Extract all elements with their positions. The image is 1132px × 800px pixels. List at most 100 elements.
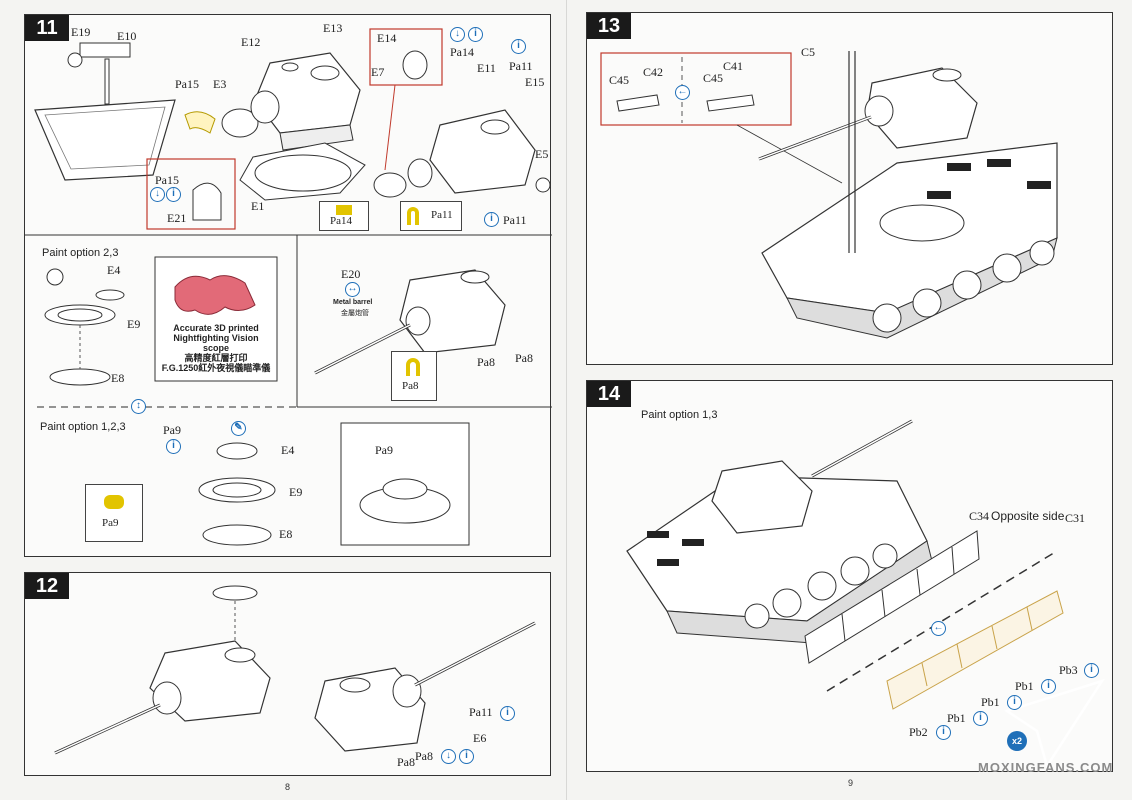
swatch-pa8-chip: [406, 358, 420, 376]
label-e21: E21: [167, 211, 187, 225]
info-icon: i: [1007, 695, 1022, 710]
swatch-pa9: Pa9: [85, 484, 143, 542]
opposite-side-label: Opposite side: [991, 509, 1065, 523]
label-c34: C34: [969, 509, 990, 523]
scope-line-4: 高精度紅層打印: [184, 353, 248, 363]
step-number: 14: [587, 381, 631, 407]
label-e8-b: E8: [279, 527, 293, 541]
label-pb1-a: Pb1: [1015, 679, 1034, 693]
label-pa8-b: Pa8: [515, 351, 533, 365]
metal-barrel-caption-cn: 金屬炮管: [341, 310, 369, 317]
label-pa11-bot: Pa11: [503, 213, 527, 227]
label-e9: E9: [127, 317, 141, 331]
label-e14: E14: [377, 31, 397, 45]
detail-label-pa9: Pa9: [375, 443, 393, 457]
label-e5: E5: [535, 147, 549, 161]
step-number: 12: [25, 573, 69, 599]
label-pa9: Pa9: [163, 423, 181, 437]
label-e3: E3: [213, 77, 227, 91]
page-number-left: 8: [285, 782, 291, 792]
step-11-drawing: [25, 28, 552, 546]
label-c45-b: C45: [703, 71, 724, 85]
scope-caption: Accurate 3D printed Nightfighting Vision…: [157, 323, 275, 373]
arrow-left-icon: ←: [931, 621, 946, 636]
label-c31: C31: [1065, 511, 1086, 525]
label-e11: E11: [477, 61, 496, 75]
step-11-panel: 11: [24, 14, 552, 557]
label-pa8-a: Pa8: [415, 749, 433, 763]
info-icon: i: [484, 212, 499, 227]
label-e19: E19: [71, 25, 91, 39]
swatch-pa14-chip: [336, 205, 352, 215]
label-e9-b: E9: [289, 485, 303, 499]
label-e20: E20: [341, 267, 361, 281]
info-icon: i: [511, 39, 526, 54]
label-e13: E13: [323, 21, 343, 35]
label-pb2: Pb2: [909, 725, 928, 739]
label-e12: E12: [241, 35, 261, 49]
step-14-drawing: [626, 419, 1105, 769]
label-e1: E1: [251, 199, 265, 213]
label-pa11: Pa11: [469, 705, 493, 719]
swatch-pa9-chip: [104, 495, 124, 509]
label-pa15: Pa15: [175, 77, 199, 91]
label-pa14: Pa14: [450, 45, 474, 59]
swatch-pa9-label: Pa9: [102, 517, 119, 529]
down-arrow-icon: ↓: [150, 187, 165, 202]
label-e8: E8: [111, 371, 125, 385]
x2-badge: x2: [1007, 731, 1027, 751]
label-pa11-top: Pa11: [509, 59, 533, 73]
label-pa8-a: Pa8: [477, 355, 495, 369]
arrow-left-icon: ←: [675, 85, 690, 100]
info-icon: i: [166, 439, 181, 454]
info-icon: i: [166, 187, 181, 202]
label-e10: E10: [117, 29, 137, 43]
down-arrow-icon: ↓: [441, 749, 456, 764]
x2-label: x2: [1011, 736, 1022, 746]
label-pb1-c: Pb1: [947, 711, 966, 725]
step-12-panel: 12 Pa11 i E6 Pa8 Pa8 ↓ i: [24, 572, 551, 776]
step-12-drawing: [54, 585, 536, 755]
step-number: 11: [25, 15, 69, 41]
label-e6: E6: [473, 731, 487, 745]
label-pa8-b: Pa8: [397, 755, 415, 769]
label-e7: E7: [371, 65, 385, 79]
page-divider: [566, 0, 567, 800]
arrow-left-icon: ↔: [345, 282, 360, 297]
label-c45-a: C45: [609, 73, 630, 87]
swatch-pa11-chip: [407, 207, 419, 225]
step-13-panel: 13 C5 C45 C42 C45 C41 ←: [586, 12, 1113, 365]
swatch-pa11-label: Pa11: [431, 209, 453, 221]
label-e4: E4: [107, 263, 121, 277]
info-icon: i: [500, 706, 515, 721]
label-pb3: Pb3: [1059, 663, 1078, 677]
info-icon: i: [1084, 663, 1099, 678]
scope-line-2: Nightfighting Vision: [173, 333, 259, 343]
label-pa15-box: Pa15: [155, 173, 179, 187]
step-number: 13: [587, 13, 631, 39]
label-c41: C41: [723, 59, 744, 73]
label-c42: C42: [643, 65, 664, 79]
brush-icon: ✎: [231, 421, 246, 436]
scope-line-1: Accurate 3D printed: [173, 323, 259, 333]
label-e15: E15: [525, 75, 545, 89]
page-number-right: 9: [848, 778, 854, 788]
label-e4-b: E4: [281, 443, 295, 457]
info-icon: i: [468, 27, 483, 42]
step-13-drawing: [600, 51, 1058, 339]
label-c5: C5: [801, 45, 816, 59]
swatch-pa8: Pa8: [391, 351, 437, 401]
swatch-pa8-label: Pa8: [402, 380, 419, 392]
paint-option-23-title: Paint option 2,3: [42, 247, 119, 259]
metal-barrel-caption: Metal barrel: [333, 299, 373, 306]
info-icon: i: [459, 749, 474, 764]
paint-option-123-title: Paint option 1,2,3: [40, 421, 126, 433]
watermark: MOXINGFANS.COM: [978, 760, 1114, 775]
label-pb1-b: Pb1: [981, 695, 1000, 709]
paint-option-title: Paint option 1,3: [641, 409, 718, 421]
scope-line-3: scope: [202, 343, 229, 353]
swatch-pa14: Pa14: [319, 201, 369, 231]
swatch-pa11: Pa11: [400, 201, 462, 231]
info-icon: i: [1041, 679, 1056, 694]
up-down-arrow-icon: ↕: [131, 399, 146, 414]
